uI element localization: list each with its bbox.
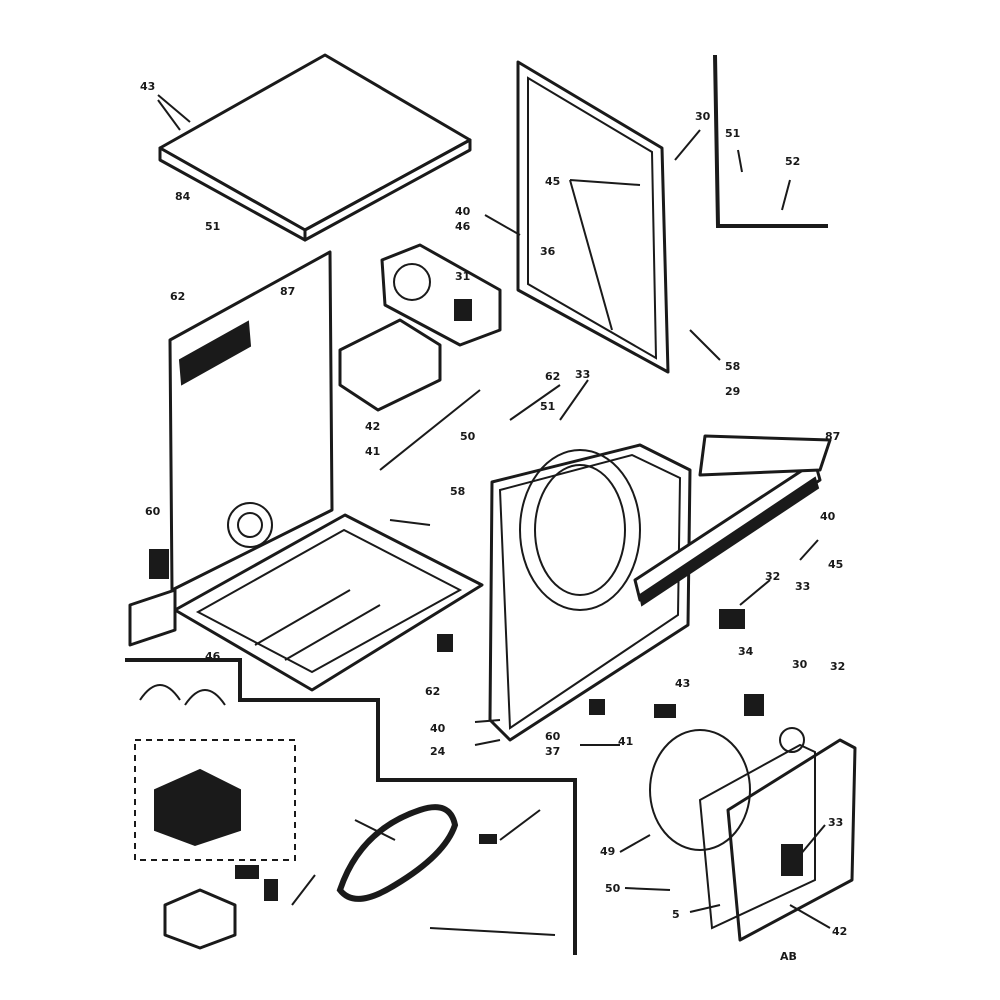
callout-label: 50 xyxy=(605,882,621,895)
callout-label: 41 xyxy=(618,735,633,748)
callout-label: 50 xyxy=(460,430,476,443)
callout-label: 51 xyxy=(540,400,555,413)
callout-label: 36 xyxy=(540,245,556,258)
callout-label: 24 xyxy=(430,745,446,758)
front-panel xyxy=(488,443,692,742)
callout-label: 60 xyxy=(545,730,561,743)
callout-label: 41 xyxy=(365,445,380,458)
callout-label: 30 xyxy=(695,110,711,123)
callout-label: 40 xyxy=(820,510,836,523)
console-strip xyxy=(633,434,832,607)
callout-label: 29 xyxy=(725,385,740,398)
callout-label: 31 xyxy=(455,270,470,283)
blower-subassembly xyxy=(125,658,577,955)
upper-frame-panel xyxy=(516,60,670,374)
footer-code: AB xyxy=(780,950,797,963)
callout-label: 42 xyxy=(832,925,847,938)
callout-label: 45 xyxy=(545,175,560,188)
callout-label: 43 xyxy=(140,80,155,93)
callout-label: 62 xyxy=(545,370,560,383)
callout-label: 37 xyxy=(545,745,560,758)
callout-label: 58 xyxy=(450,485,465,498)
corner-bracket xyxy=(713,54,828,228)
callout-label: 43 xyxy=(675,677,690,690)
callout-label: 84 xyxy=(175,190,191,203)
callout-label: 51 xyxy=(725,127,740,140)
door-assembly xyxy=(649,729,857,942)
callout-label: 32 xyxy=(830,660,845,673)
motor-assembly xyxy=(380,243,502,347)
leader-lines xyxy=(157,94,831,929)
callout-label: 87 xyxy=(280,285,295,298)
drive-belt xyxy=(336,804,459,902)
callout-labels: 43 84 51 62 87 31 40 46 45 36 30 51 52 5… xyxy=(140,80,847,963)
callout-label: 40 xyxy=(455,205,471,218)
callout-label: 62 xyxy=(170,290,185,303)
callout-label: 45 xyxy=(828,558,843,571)
callout-label: 42 xyxy=(365,420,380,433)
left-side-panel xyxy=(168,250,334,592)
callout-label: 30 xyxy=(792,658,808,671)
callout-label: 40 xyxy=(430,722,446,735)
base-panel xyxy=(173,513,484,692)
callout-label: 5 xyxy=(672,908,680,921)
callout-label: 51 xyxy=(205,220,220,233)
callout-label: 52 xyxy=(785,155,800,168)
callout-label: 46 xyxy=(205,650,221,663)
callout-label: 33 xyxy=(795,580,810,593)
callout-label: 33 xyxy=(575,368,590,381)
mid-bracket xyxy=(338,318,442,412)
callout-label: 49 xyxy=(600,845,615,858)
callout-label: 32 xyxy=(765,570,780,583)
callout-label: 34 xyxy=(738,645,754,658)
callout-label: 62 xyxy=(425,685,440,698)
top-panel xyxy=(158,53,472,242)
callout-label: 58 xyxy=(725,360,740,373)
callout-label: 33 xyxy=(828,816,843,829)
hardware-parts xyxy=(128,549,805,950)
callout-label: 60 xyxy=(145,505,161,518)
callout-label: 87 xyxy=(825,430,840,443)
callout-label: 46 xyxy=(455,220,471,233)
